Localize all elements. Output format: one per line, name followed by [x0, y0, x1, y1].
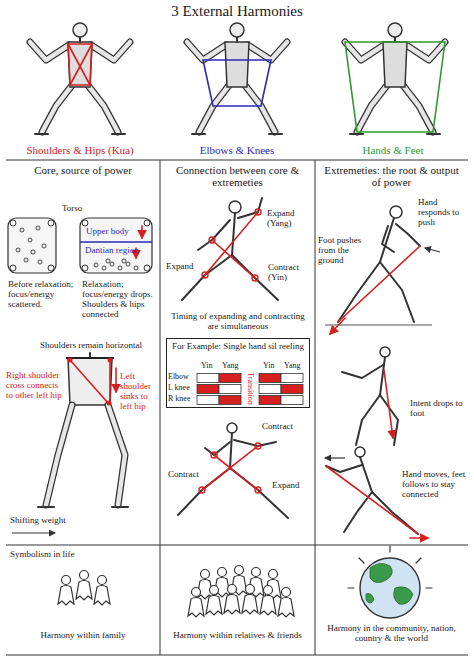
note: Intent drops to foot: [410, 398, 466, 418]
symbol-panel: Harmony within relatives & friends: [160, 545, 315, 655]
part-name: Torso: [62, 203, 82, 213]
table-header: Yang: [284, 362, 301, 371]
panel-heading: Extremeties: the root & output of power: [319, 164, 464, 189]
column-panel: Core, source of power: [6, 160, 160, 545]
table-header: Yang: [222, 362, 239, 371]
note: Contract (Yin): [268, 262, 312, 282]
table-row-name: Elbow: [168, 373, 189, 382]
row-heading: Symbolism in life: [10, 549, 75, 559]
note: Right shoulder cross connects to other l…: [6, 370, 62, 400]
panel-heading: Connection between core & extremeties: [164, 164, 311, 189]
note: Foot pushes from the ground: [318, 235, 363, 265]
note: Expand: [166, 261, 194, 271]
table-note: Transition: [246, 368, 255, 408]
symbol-panel: Symbolism in lifeHarmony within family: [6, 545, 160, 655]
note: Shifting weight: [10, 515, 66, 525]
note: Expand (Yang): [267, 208, 311, 228]
table-header: Yin: [263, 362, 275, 371]
note: Contract: [262, 421, 293, 431]
symbol-caption: Harmony within family: [8, 630, 158, 640]
table-header: Yin: [201, 362, 213, 371]
note: Contract: [168, 469, 199, 479]
part-name: Upper body: [86, 226, 129, 236]
table-row-name: R knee: [168, 395, 190, 404]
table-row-name: L knee: [168, 384, 190, 393]
box-heading: For Example: Single hand sil reeling: [170, 341, 306, 351]
note: Hand responds to push: [418, 197, 468, 227]
note: Shoulders remain horizontal: [40, 340, 142, 350]
note: Before relaxation; focus/energy scattere…: [8, 279, 78, 309]
note: Timing of expanding and contracting are …: [168, 311, 308, 331]
note: Relaxation; focus/energy drops. Shoulder…: [82, 279, 158, 319]
harmony-name: Hands & Feet: [318, 144, 468, 156]
page-title: 3 External Harmonies: [0, 3, 474, 20]
symbol-panel: Harmony in the community, nation, countr…: [315, 545, 468, 655]
symbol-caption: Harmony in the community, nation, countr…: [321, 623, 462, 643]
harmony-name: Elbows & Knees: [162, 144, 312, 156]
note: Hand moves, feet follows to stay connect…: [402, 469, 466, 499]
panel-heading: Core, source of power: [10, 164, 156, 176]
part-name: Dantian region: [85, 245, 139, 255]
harmony-name: Shoulders & Hips (Kua): [5, 144, 155, 156]
symbol-caption: Harmony within relatives & friends: [162, 630, 313, 640]
note: Expand: [272, 480, 300, 490]
note: Left shoulder sinks to left hip: [120, 371, 160, 411]
